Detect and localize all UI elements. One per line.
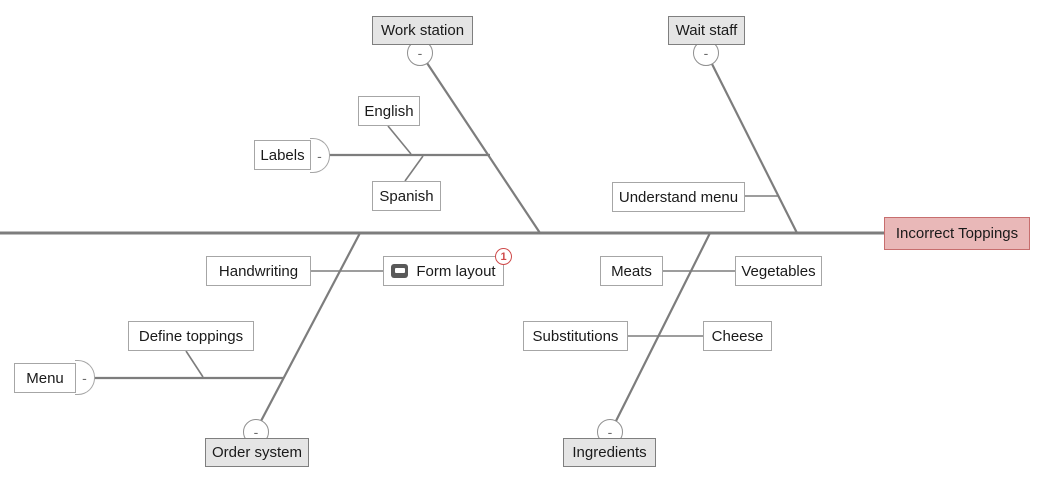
minus-icon: - [82,369,87,386]
subcause-box-labels[interactable]: Labels [254,140,311,170]
minus-icon: - [417,45,423,61]
subcause-label: Labels [260,146,305,164]
subcause-label: English [364,102,414,120]
subcause-label: Cheese [711,327,764,345]
branch-line-wait-staff [711,63,798,234]
subcause-box-english[interactable]: English [358,96,420,126]
subcause-box-vegetables[interactable]: Vegetables [735,256,822,286]
subcause-box-define-toppings[interactable]: Define toppings [128,321,254,351]
badge-count: 1 [500,250,507,263]
subcause-label: Form layout [416,262,496,280]
minus-icon: - [703,45,709,61]
subcause-box-menu[interactable]: Menu [14,363,76,393]
subcause-box-meats[interactable]: Meats [600,256,663,286]
category-box-wait-staff[interactable]: Wait staff [668,16,745,45]
branch-line-ingredients [615,232,711,422]
notes-icon [391,264,409,278]
category-label: Wait staff [675,22,738,39]
subcause-label: Understand menu [618,188,739,206]
category-box-work-station[interactable]: Work station [372,16,473,45]
branch-line-work-station [426,62,541,234]
subcause-label: Substitutions [532,327,619,345]
subcause-box-cheese[interactable]: Cheese [703,321,772,351]
category-box-order-system[interactable]: Order system [205,438,309,467]
subcause-box-form-layout[interactable]: Form layout [383,256,504,286]
connector-line-english [387,125,412,155]
subcause-label: Menu [26,369,64,387]
subcause-box-understand-menu[interactable]: Understand menu [612,182,745,212]
subcause-box-handwriting[interactable]: Handwriting [206,256,311,286]
effect-box[interactable]: Incorrect Toppings [884,217,1030,250]
minus-icon: - [317,147,322,164]
category-box-ingredients[interactable]: Ingredients [563,438,656,467]
branch-line-order-system [260,232,361,422]
count-badge-form-layout[interactable]: 1 [495,248,512,265]
subcause-label: Define toppings [138,327,244,345]
category-label: Order system [211,444,302,461]
effect-label: Incorrect Toppings [895,225,1019,242]
subcause-label: Meats [611,262,652,280]
connector-line-define-toppings [185,350,204,378]
connector-line-spanish [404,155,424,182]
subcause-box-substitutions[interactable]: Substitutions [523,321,628,351]
subcause-label: Handwriting [218,262,299,280]
subcause-label: Vegetables [741,262,816,280]
subcause-label: Spanish [379,187,434,205]
minus-icon: - [253,424,259,440]
category-label: Work station [380,22,465,39]
subcause-box-spanish[interactable]: Spanish [372,181,441,211]
category-label: Ingredients [572,444,647,461]
minus-icon: - [607,424,613,440]
